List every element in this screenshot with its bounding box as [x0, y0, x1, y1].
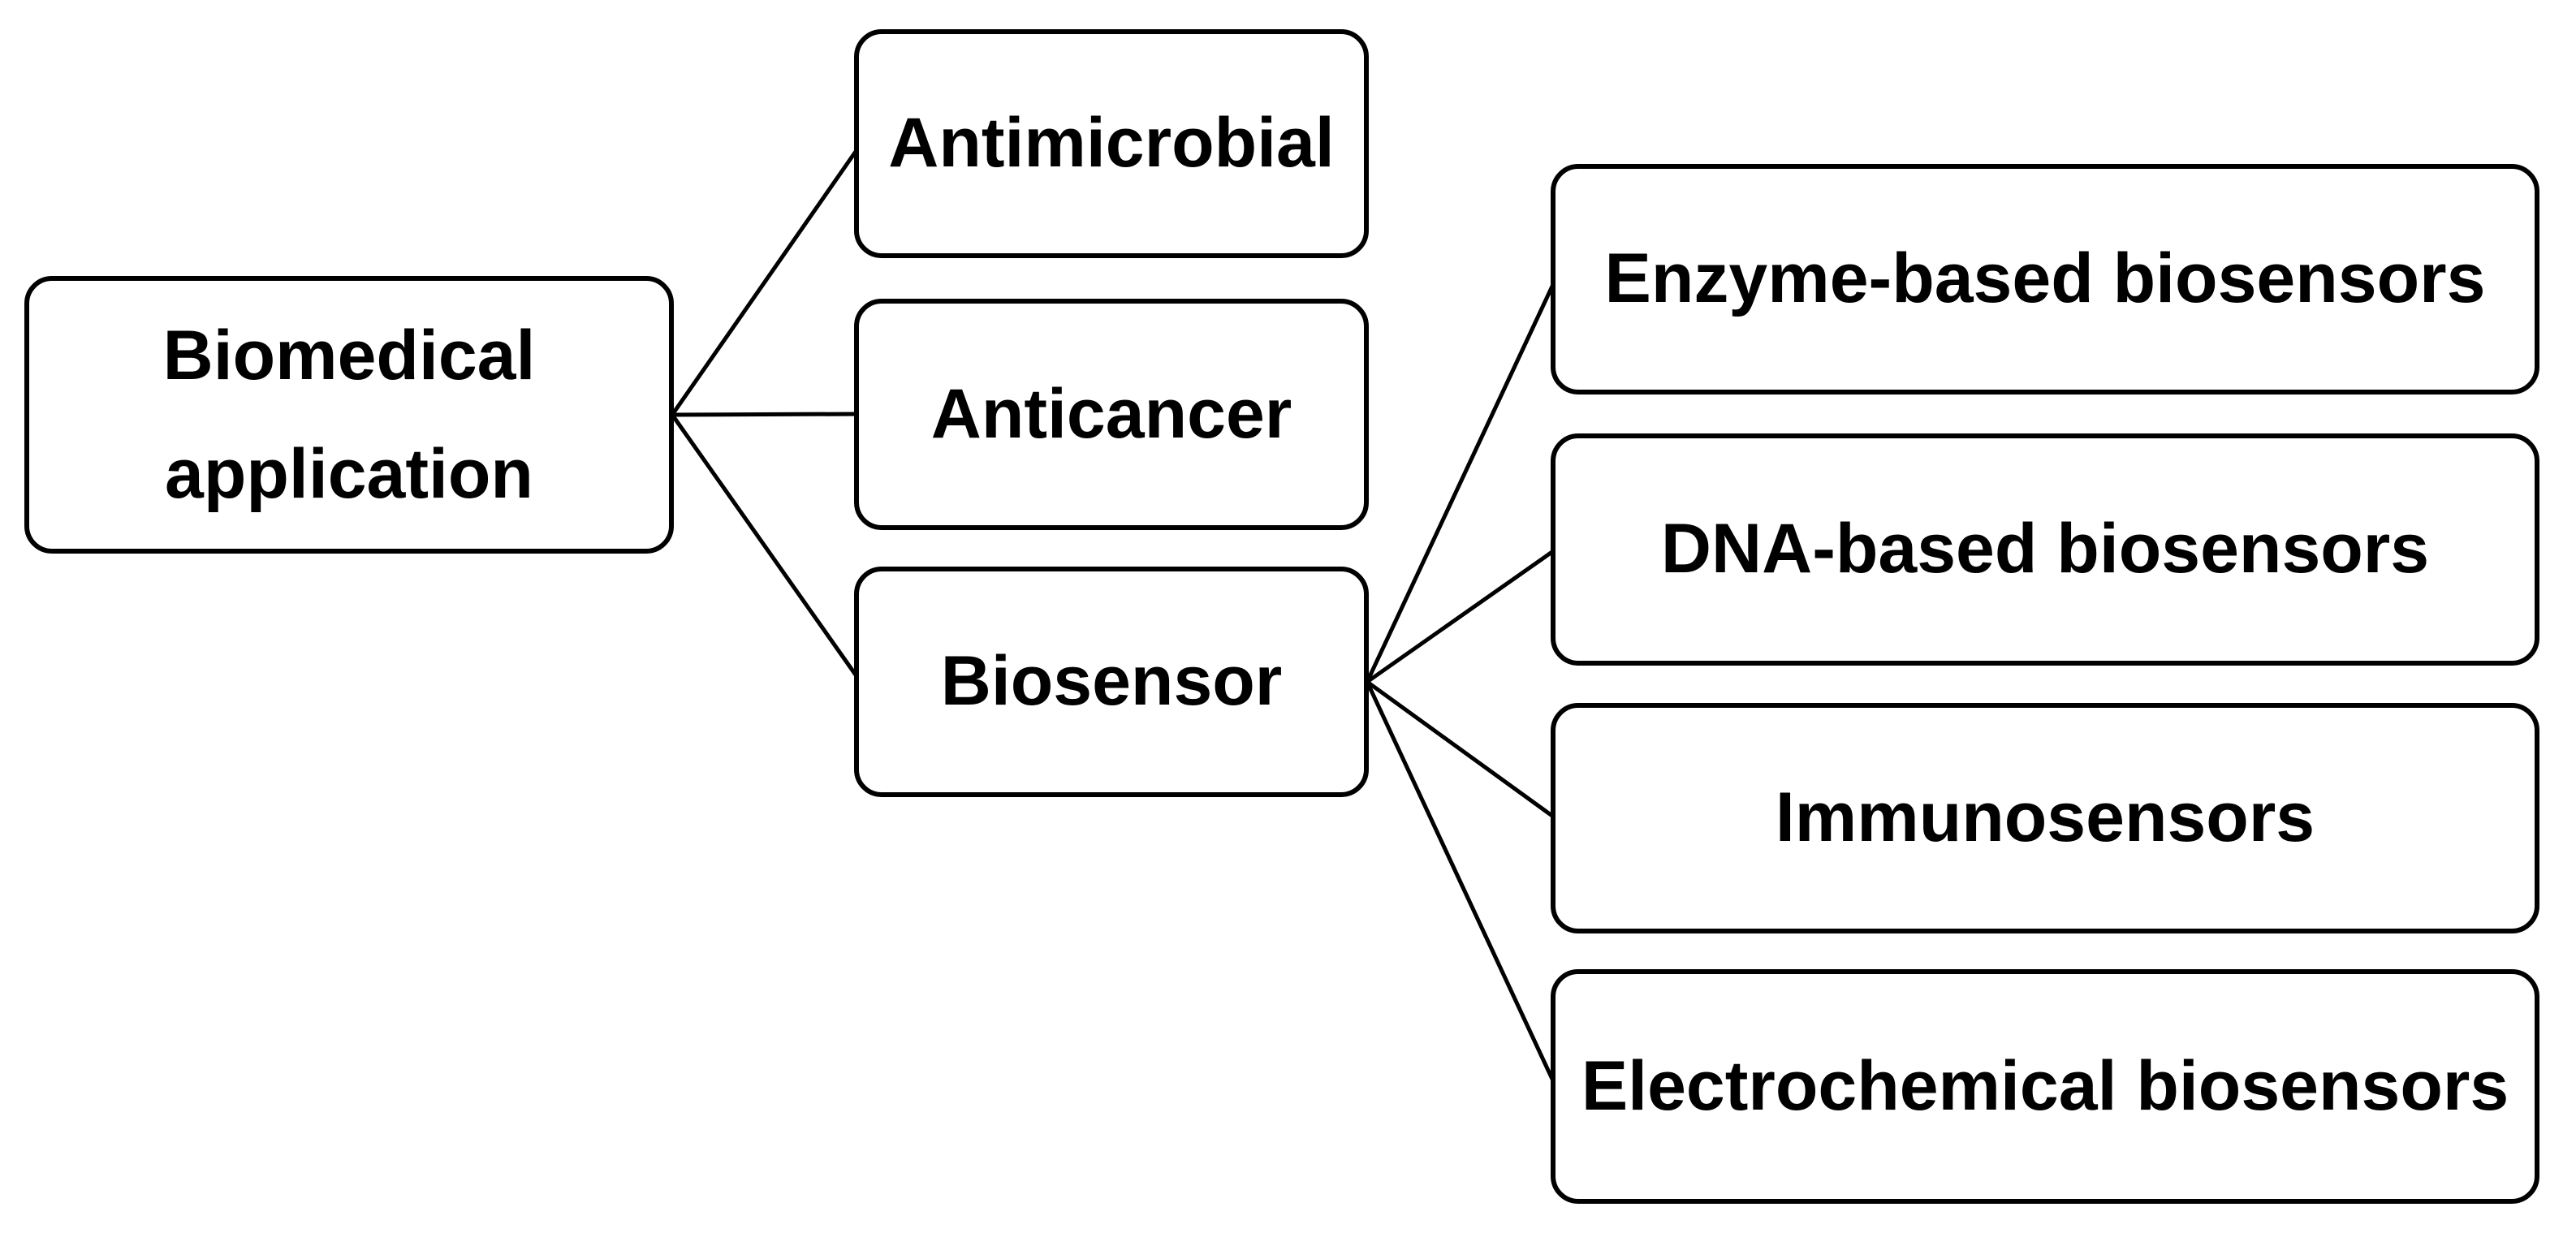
node-immunosensors: Immunosensors	[1551, 703, 2539, 933]
node-biosensor: Biosensor	[854, 567, 1369, 797]
node-anticancer: Anticancer	[854, 299, 1369, 530]
edge-root-anticancer	[670, 412, 863, 417]
edge-biosensor-enzyme	[1365, 277, 1558, 684]
node-label-enzyme-based-biosensors: Enzyme-based biosensors	[1604, 239, 2486, 318]
node-biomedical-application: Biomedical application	[24, 276, 674, 554]
node-label-anticancer: Anticancer	[930, 374, 1292, 453]
node-label-biomedical-application: Biomedical application	[162, 316, 536, 513]
node-label-biosensor: Biosensor	[940, 642, 1283, 721]
node-label-electrochemical-biosensors: Electrochemical biosensors	[1581, 1046, 2509, 1125]
node-label-antimicrobial: Antimicrobial	[888, 104, 1335, 183]
node-enzyme-based-biosensors: Enzyme-based biosensors	[1551, 164, 2539, 394]
edge-biosensor-dna	[1365, 547, 1558, 684]
edge-root-antimicrobial	[670, 142, 863, 417]
edge-biosensor-immunosensors	[1365, 679, 1558, 821]
node-dna-based-biosensors: DNA-based biosensors	[1551, 433, 2539, 666]
node-label-dna-based-biosensors: DNA-based biosensors	[1660, 510, 2430, 588]
edge-root-biosensor	[670, 412, 863, 684]
node-electrochemical-biosensors: Electrochemical biosensors	[1551, 969, 2539, 1204]
node-label-immunosensors: Immunosensors	[1775, 778, 2315, 857]
edge-biosensor-electrochemical	[1365, 679, 1558, 1089]
node-antimicrobial: Antimicrobial	[854, 29, 1369, 258]
